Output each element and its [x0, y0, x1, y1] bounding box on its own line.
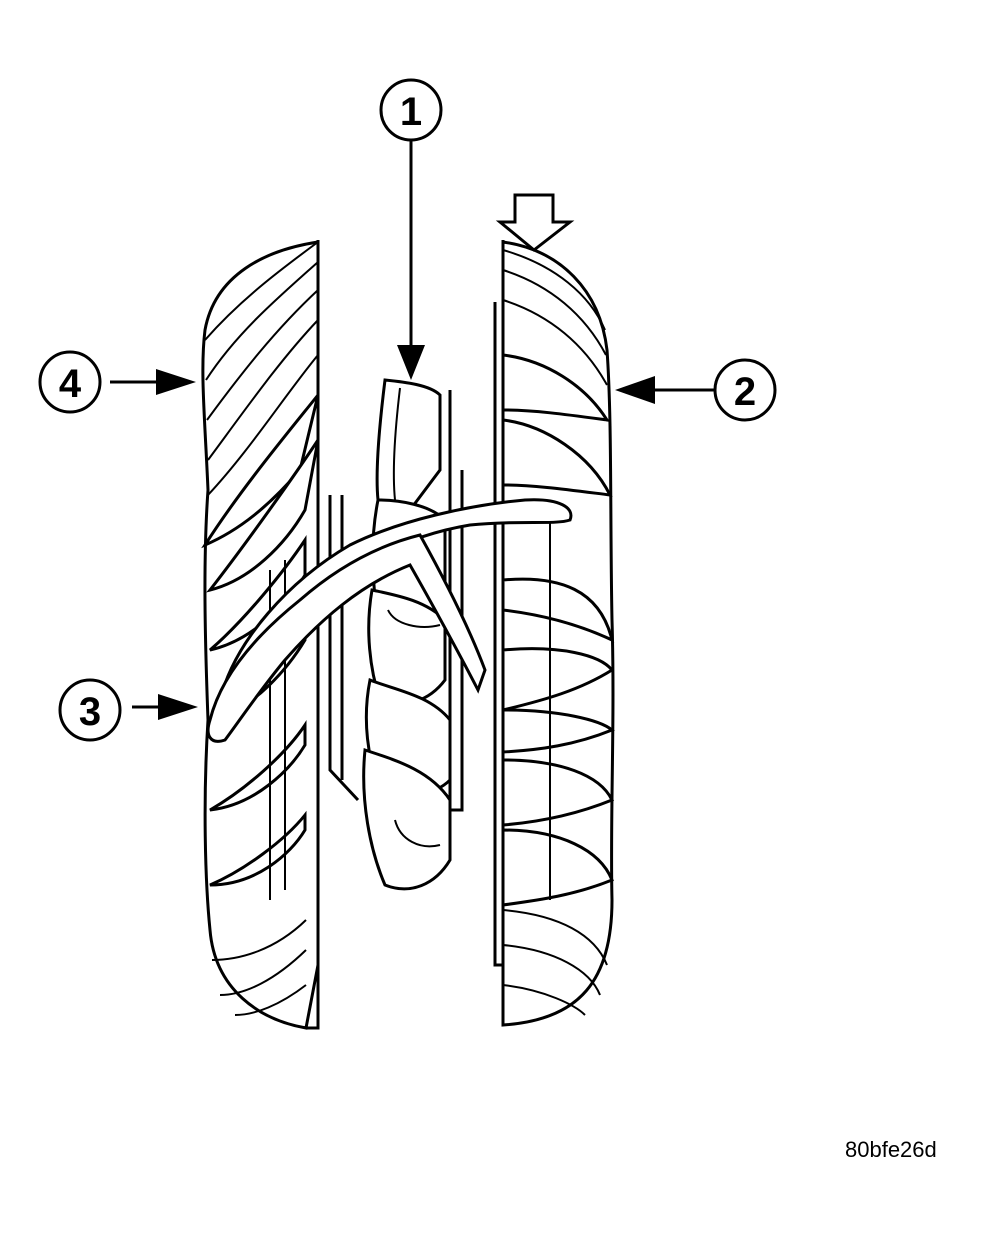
callout-3: 3: [58, 678, 198, 742]
flow-direction-arrow-icon: [495, 193, 575, 252]
fluid-flow-path: [206, 498, 573, 743]
turbine-assembly: [493, 193, 615, 1027]
stator-assembly: [328, 378, 464, 891]
figure-code: 80bfe26d: [845, 1137, 937, 1162]
callout-3-arrow-icon: [158, 694, 198, 720]
callout-3-label: 3: [79, 690, 101, 734]
callout-4-arrow-icon: [156, 369, 196, 395]
callout-1: 1: [379, 78, 443, 380]
callout-1-arrow-icon: [397, 345, 425, 380]
callout-1-label: 1: [400, 90, 422, 134]
callout-2: 2: [615, 358, 777, 422]
callout-2-label: 2: [734, 370, 756, 414]
callout-4-label: 4: [59, 362, 82, 406]
callout-2-arrow-icon: [615, 376, 655, 404]
callout-4: 4: [38, 350, 196, 414]
